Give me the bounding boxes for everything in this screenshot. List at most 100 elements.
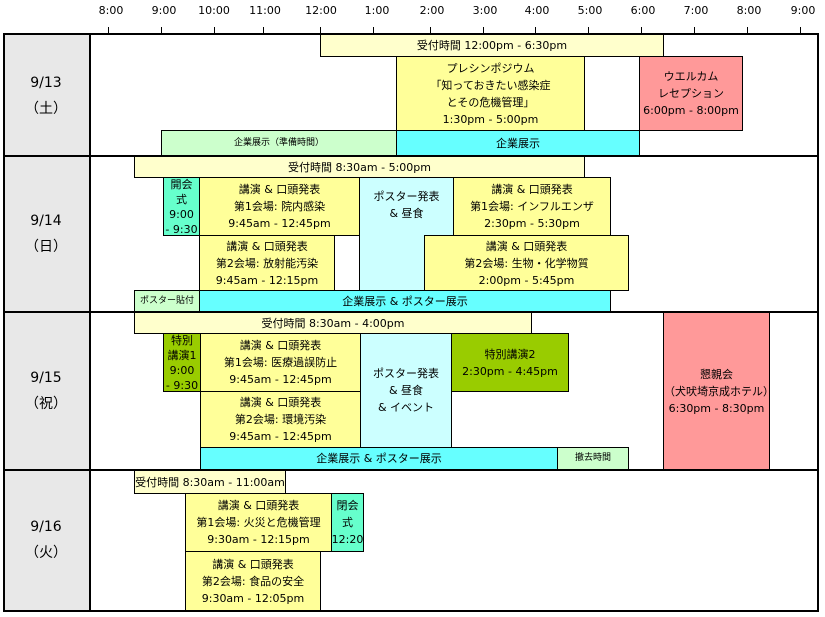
event-title: 講演 & 口頭発表	[212, 557, 294, 571]
event-time: 6:30pm - 8:30pm	[668, 401, 765, 415]
event-text: 企業展示 & ポスター展示	[342, 294, 468, 308]
event-time: 2:30pm - 5:30pm	[484, 217, 580, 230]
event-subtitle: 「知っておきたい感染症	[430, 78, 551, 92]
day-date: 9/15	[30, 370, 62, 386]
event-time: 2:30pm - 4:45pm	[462, 364, 558, 378]
day-divider	[3, 155, 819, 157]
event-title: プレシンポジウム	[446, 61, 535, 75]
event-title: 講演 & 口頭発表	[239, 396, 322, 409]
tick	[694, 27, 695, 33]
event-time: 9:45am - 12:45pm	[229, 373, 332, 386]
event-time: 9:00	[169, 363, 195, 377]
time-label: 2:00	[419, 4, 445, 17]
tick	[263, 27, 264, 33]
day-date: 9/13	[30, 74, 62, 91]
event-time: 9:45am - 12:45pm	[229, 430, 332, 443]
event-title: 講演 & 口頭発表	[226, 239, 308, 253]
table-frame	[3, 33, 819, 612]
day-divider	[3, 469, 819, 471]
event-title: 講演 & 口頭発表	[217, 499, 300, 512]
event-title: & 昼食	[389, 207, 424, 220]
time-label: 3:00	[472, 4, 498, 17]
event-time: 9:00	[169, 207, 194, 221]
tick	[641, 27, 642, 33]
event-text: 企業展示 & ポスター展示	[316, 452, 442, 465]
tick	[535, 27, 536, 33]
day-of-week: （火）	[25, 545, 67, 561]
event-time: - 9:30	[165, 222, 198, 236]
event-title: & 昼食	[388, 384, 424, 397]
event-subtitle: とその危機管理」	[446, 95, 535, 109]
event-text: 撤去時間	[574, 453, 611, 463]
reception-block: 受付時間 8:30am - 4:00pm	[134, 312, 532, 334]
welcome-reception-block: ウエルカムレセプション 6:00pm - 8:00pm	[639, 56, 743, 131]
time-label: 9:00	[151, 4, 177, 17]
expo-poster-block: 企業展示 & ポスター展示	[199, 290, 611, 312]
event-time: 1:30pm - 5:00pm	[442, 112, 539, 126]
hall2-session-block: 講演 & 口頭発表第2会場: 食品の安全 9:30am - 12:05pm	[185, 551, 321, 611]
event-title: 懇親会	[700, 367, 733, 381]
event-time: 6:00pm - 8:00pm	[643, 104, 739, 117]
event-title: ウエルカム	[663, 70, 719, 83]
event-title: 閉会	[336, 499, 359, 512]
event-subtitle: 第2会場: 放射能汚染	[215, 256, 319, 270]
time-label: 7:00	[683, 4, 709, 17]
tick	[373, 27, 374, 33]
event-title: 講演 & 口頭発表	[491, 183, 573, 196]
day-label: 9/13 （土）	[3, 35, 91, 156]
tick	[747, 27, 748, 33]
event-time: 2:00pm - 5:45pm	[478, 273, 575, 287]
reception-block: 受付時間 8:30am - 11:00am	[134, 470, 286, 494]
event-title: レセプション	[658, 87, 724, 100]
day-of-week: （土）	[25, 100, 67, 117]
event-text: 受付時間 8:30am - 11:00am	[135, 475, 285, 489]
event-subtitle: 第2会場: 食品の安全	[201, 574, 305, 588]
event-text: 企業展示	[496, 136, 540, 150]
tick	[430, 27, 431, 33]
event-time: 9:45am - 12:45pm	[228, 217, 331, 230]
time-label: 10:00	[198, 4, 230, 17]
event-title: 開会	[170, 177, 193, 191]
event-text: 受付時間 8:30am - 4:00pm	[261, 316, 405, 330]
event-title: 式	[176, 192, 187, 206]
event-text: 受付時間 8:30am - 5:00pm	[287, 160, 432, 174]
event-subtitle: 第2会場: 環境汚染	[234, 413, 327, 426]
event-subtitle: 第1会場: 医療過誤防止	[223, 356, 338, 369]
day-divider	[3, 311, 819, 313]
event-subtitle: 第1会場: 院内感染	[233, 200, 326, 213]
tick	[214, 27, 215, 33]
pre-symposium-block: プレシンポジウム「知っておきたい感染症とその危機管理」 1:30pm - 5:00…	[396, 56, 585, 131]
event-title: ポスター発表	[373, 190, 440, 203]
event-title: 講演1	[167, 348, 197, 362]
event-time: - 9:30	[165, 378, 199, 392]
event-time: 9:30am - 12:15pm	[207, 533, 310, 546]
day-date: 9/16	[30, 519, 62, 535]
time-label: 9:00	[790, 4, 816, 17]
day-label: 9/14 （日）	[3, 156, 91, 312]
day-date: 9/14	[30, 213, 62, 229]
day-label: 9/16 （火）	[3, 470, 91, 610]
event-text: ポスター貼付	[139, 295, 194, 306]
tick	[483, 27, 484, 33]
event-title: & イベント	[377, 401, 435, 414]
event-subtitle: 第1会場: 火災と危機管理	[196, 516, 321, 529]
time-label: 5:00	[577, 4, 603, 17]
tick	[108, 27, 109, 33]
hall2-session-block: 講演 & 口頭発表第2会場: 環境汚染 9:45am - 12:45pm	[200, 391, 361, 448]
day-label: 9/15（祝）	[3, 312, 91, 470]
tick	[161, 27, 162, 33]
tick	[588, 27, 589, 33]
event-title: 特別講演2	[484, 347, 536, 361]
day-of-week: （日）	[25, 239, 67, 255]
event-time: 9:30am - 12:05pm	[201, 591, 305, 605]
event-title: 式	[342, 516, 353, 529]
special-lecture2-block: 特別講演2 2:30pm - 4:45pm	[451, 333, 569, 392]
banquet-block: 懇親会（犬吠埼京成ホテル）6:30pm - 8:30pm	[663, 312, 770, 470]
